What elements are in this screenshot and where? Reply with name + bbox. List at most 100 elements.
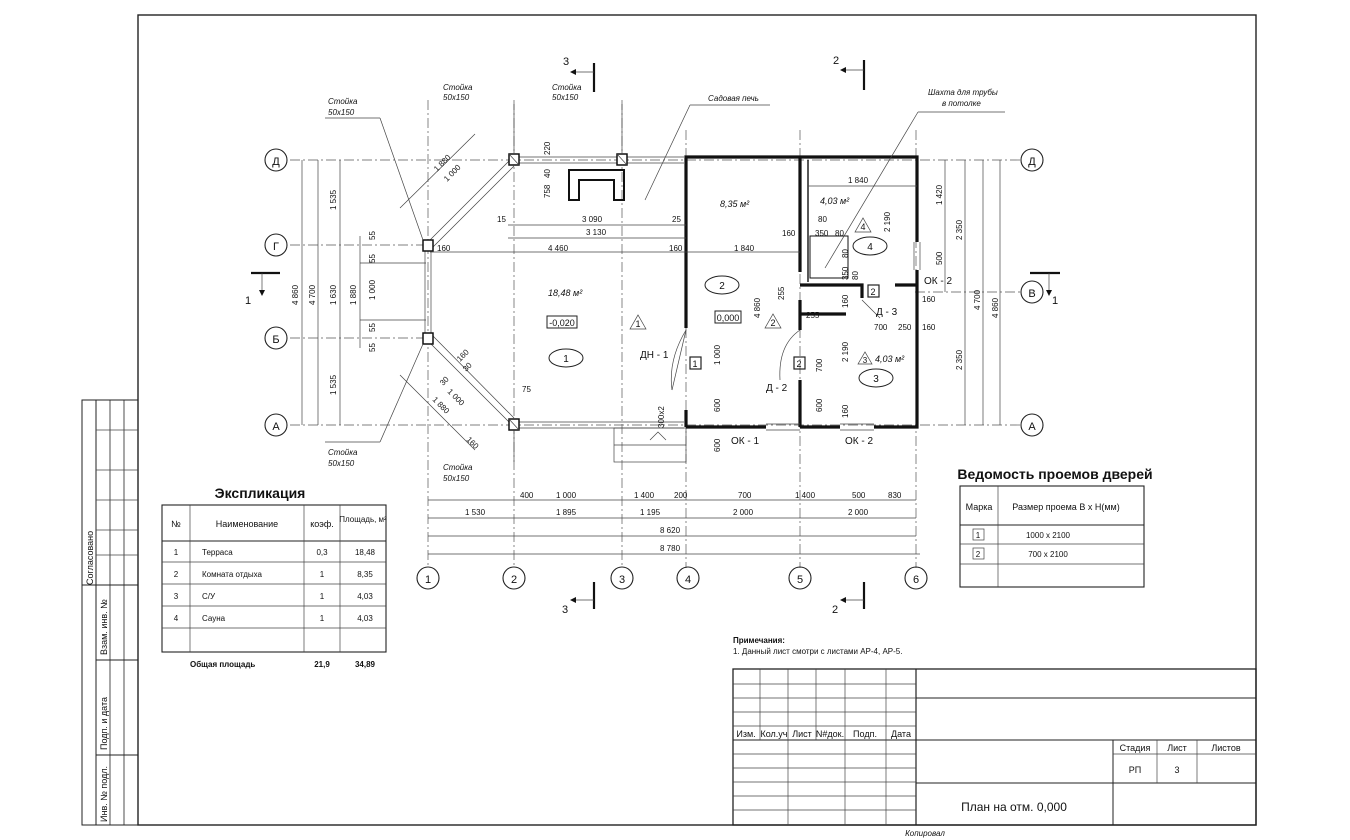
room2-area: 8,35 м² <box>720 199 750 209</box>
dim: 830 <box>888 491 902 500</box>
doors-cell: 1000 x 2100 <box>1026 531 1071 540</box>
exp-cell: Комната отдыха <box>202 570 263 579</box>
section-label: 2 <box>833 55 839 67</box>
exp-cell: 0,3 <box>316 548 328 557</box>
stoyka-label: Стойка <box>443 83 473 92</box>
building-walls <box>670 155 921 431</box>
dim: 160 <box>782 229 796 238</box>
dim: 4 700 <box>973 289 982 310</box>
stamp-stage: РП <box>1129 765 1141 775</box>
dim: 1 880 <box>349 284 358 305</box>
axis-label: 3 <box>619 574 625 586</box>
stamp-col: Изм. <box>736 729 755 739</box>
stamp-stage-label: Стадия <box>1120 743 1151 753</box>
section-label: 1 <box>245 295 251 307</box>
dim: 1 630 <box>329 284 338 305</box>
doors-cell: 1 <box>976 531 981 540</box>
label-ok2: ОК - 2 <box>845 436 873 447</box>
room2-num: 2 <box>719 281 725 292</box>
label-dn1: ДН - 1 <box>640 350 669 361</box>
room4-area: 4,03 м² <box>820 196 850 206</box>
dim: 3 130 <box>586 228 607 237</box>
dim: 250 <box>898 323 912 332</box>
dim: 2 350 <box>955 219 964 240</box>
label-ok1: ОК - 1 <box>731 436 759 447</box>
dim: 160 <box>922 295 936 304</box>
side-inv: Инв. № подл. <box>99 766 109 822</box>
axis-label: А <box>1028 421 1036 433</box>
dim: 220 <box>543 141 552 155</box>
doors-cell: 2 <box>976 550 981 559</box>
dim: 80 <box>851 271 860 280</box>
dim: 1 400 <box>634 491 655 500</box>
tri-label: 2 <box>770 318 775 328</box>
dim: 600 <box>713 398 722 412</box>
dim: 160 <box>669 244 683 253</box>
dim: 55 <box>368 231 377 240</box>
dim: 255 <box>806 311 820 320</box>
dim: 55 <box>368 254 377 263</box>
dim: 1 195 <box>640 508 661 517</box>
axis-label: Б <box>272 334 279 346</box>
dim: 500 <box>935 251 944 265</box>
dimension-lines <box>301 160 1001 555</box>
side-vzam: Взам. инв. № <box>99 599 109 655</box>
room-markers <box>546 217 894 388</box>
dim: 350 <box>841 266 850 280</box>
exp-cell: 1 <box>174 548 179 557</box>
dim: 8 620 <box>660 526 681 535</box>
exp-cell: 4,03 <box>357 614 373 623</box>
exp-header-no: № <box>171 519 181 529</box>
dim: 75 <box>522 385 531 394</box>
section-label: 3 <box>563 56 569 68</box>
dim: 1 840 <box>734 244 755 253</box>
notes-title: Примечания: <box>733 636 785 645</box>
axis-lines <box>290 100 1020 568</box>
dim: 25 <box>672 215 681 224</box>
doors-cell: 700 x 2100 <box>1028 550 1068 559</box>
stamp-sheets-label: Листов <box>1211 743 1240 753</box>
door-mark: 1 <box>692 359 697 369</box>
stoyka-label: Стойка <box>443 463 473 472</box>
dim: 500 <box>852 491 866 500</box>
dim: 80 <box>835 229 844 238</box>
side-soglasovano: Согласовано <box>85 531 95 585</box>
tri-label: 1 <box>635 319 640 329</box>
stoyka-size: 50x150 <box>552 93 579 102</box>
dim: 1 000 <box>368 279 377 300</box>
dim: 2 190 <box>841 341 850 362</box>
stamp-sheet: 3 <box>1174 765 1179 775</box>
dim: 160 <box>841 294 850 308</box>
dim: 1 535 <box>329 189 338 210</box>
title-block: Изм. Кол.уч Лист N#док. Подп. Дата Стади… <box>732 668 1257 826</box>
side-podp: Подп. и дата <box>99 697 109 750</box>
dim: 2 000 <box>848 508 869 517</box>
dim: 700 <box>874 323 888 332</box>
axis-label: В <box>1028 288 1035 300</box>
dim: 1 000 <box>446 387 467 408</box>
exp-cell: 2 <box>174 570 179 579</box>
room3-area: 4,03 м² <box>875 354 905 364</box>
dim: 1 530 <box>465 508 486 517</box>
dim: 2 000 <box>733 508 754 517</box>
stoyka-label: Стойка <box>328 97 358 106</box>
exp-total-area: 34,89 <box>355 660 376 669</box>
section-label: 1 <box>1052 295 1058 307</box>
tri-label: 3 <box>863 356 868 365</box>
axis-label: А <box>272 421 280 433</box>
label-d2: Д - 2 <box>766 383 788 394</box>
axis-label: 1 <box>425 574 431 586</box>
axis-label: 4 <box>685 574 691 586</box>
dim: 8 780 <box>660 544 681 553</box>
exp-cell: 8,35 <box>357 570 373 579</box>
exp-cell: 3 <box>174 592 179 601</box>
plan-text: 18,48 м² 1 -0,020 8,35 м² 2 0,000 4,03 м… <box>328 83 998 483</box>
label-ok2b: ОК - 2 <box>924 276 952 287</box>
section-label: 3 <box>562 604 568 616</box>
dim: 4 860 <box>991 297 1000 318</box>
dim: 1 400 <box>795 491 816 500</box>
exp-cell: 1 <box>320 614 325 623</box>
exp-cell: Терраса <box>202 548 233 557</box>
stamp-col: N#док. <box>816 729 844 739</box>
dim: 1 420 <box>935 184 944 205</box>
